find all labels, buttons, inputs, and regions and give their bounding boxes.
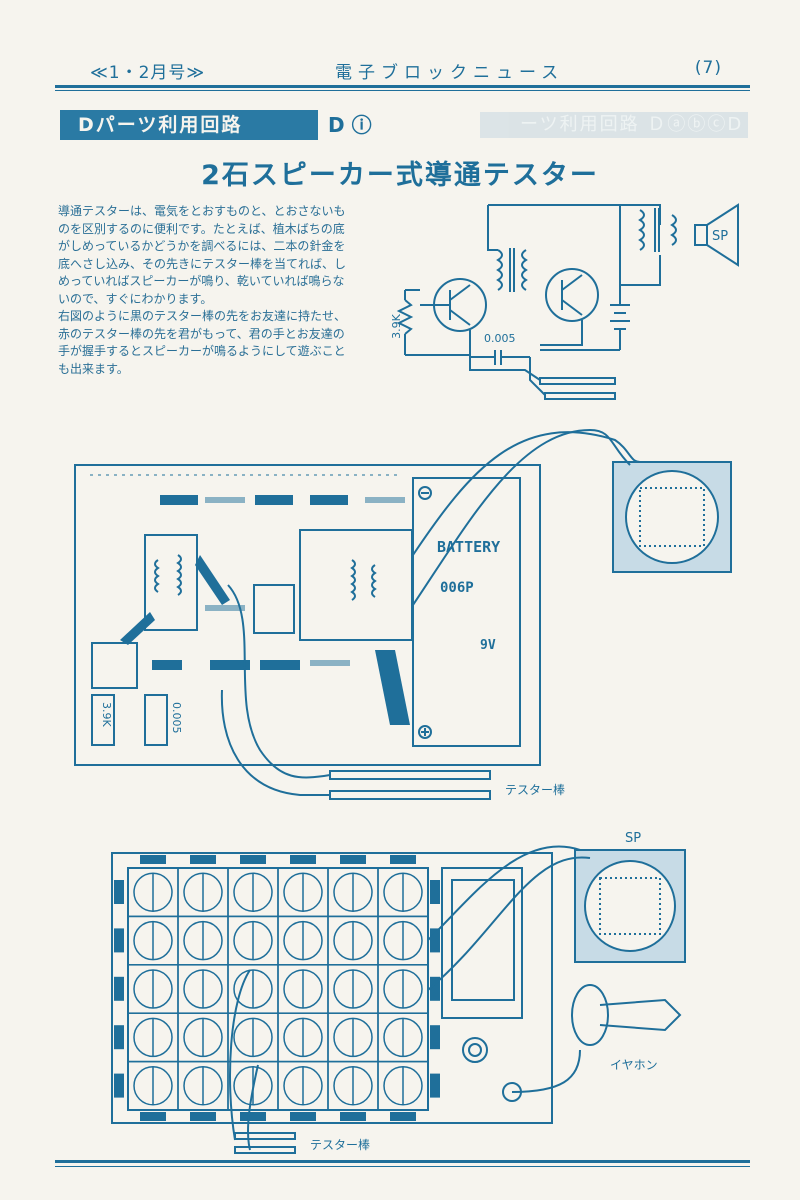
body-line: 赤のテスター棒の先を君がもって、君の手とお友達の: [58, 326, 345, 341]
edge-tile: [240, 1112, 266, 1121]
speaker-label-2: SP: [625, 831, 642, 846]
schematic: [396, 203, 739, 400]
edge-tile: [390, 1112, 416, 1121]
wires-1: [220, 428, 641, 800]
body-line: のを区別するのに便利です。たとえば、植木ばちの底: [58, 221, 345, 236]
edge-tile: [430, 880, 440, 904]
body-line: も出来ます。: [58, 361, 129, 376]
header-rule: [55, 85, 750, 88]
page-number: (7): [694, 58, 722, 78]
earphone-label: イヤホン: [610, 1058, 658, 1072]
resistor-block-label: 3.9K: [100, 702, 113, 727]
edge-tile: [390, 855, 416, 864]
edge-tile: [430, 928, 440, 953]
edge-tile: [140, 855, 166, 864]
grid-cell: [377, 1060, 429, 1111]
speaker-unit-2: [574, 849, 686, 963]
battery-model-label: 006P: [440, 580, 474, 596]
running-header: ≪1・2月号≫ 電子ブロックニュース (7): [70, 58, 752, 83]
block-board-1: [74, 464, 541, 766]
speaker-label: SP: [712, 229, 729, 244]
earphone: [571, 984, 682, 1046]
wires-2: [229, 845, 591, 1154]
body-line: いので、すぐにわかります。: [58, 291, 213, 306]
edge-tile: [114, 1025, 124, 1050]
edge-tile: [290, 855, 316, 864]
newsletter-title: 電子ブロックニュース: [335, 63, 565, 83]
edge-tile: [340, 855, 366, 864]
edge-tile: [114, 1073, 124, 1098]
edge-tile: [114, 976, 124, 1001]
article-body: 導通テスターは、電気をとおすものと、とおさないも のを区別するのに便利です。たと…: [58, 203, 398, 378]
bleed-through-text: ーツ利用回路 ＤⓐⓑⓒD: [480, 112, 748, 138]
resistor-label: 3.9K: [389, 314, 403, 339]
speaker-unit-1: [612, 461, 732, 573]
edge-tile: [114, 880, 124, 904]
voltage-label: 9V: [480, 638, 496, 653]
edge-tile: [114, 928, 124, 953]
body-line: 導通テスターは、電気をとおすものと、とおさないも: [58, 204, 346, 218]
battery-label: BATTERY: [437, 538, 501, 556]
connector-blocks-1: [120, 495, 410, 725]
body-line: 底へさし込み、その先きにテスター棒を当てれば、し: [58, 256, 347, 271]
body-line: がしめっているかどうかを調べるには、二本の針金を: [58, 239, 346, 253]
tester-probe-label-2: テスター棒: [310, 1138, 371, 1152]
section-code: D ⓘ: [328, 113, 372, 137]
footer-rule: [55, 1160, 750, 1163]
body-line: めっていればスピーカーが鳴り、乾いていれば鳴らな: [58, 274, 345, 288]
edge-tiles: [114, 855, 440, 1121]
body-line: 右図のように黒のテスター棒の先をお友達に持たせ、: [58, 309, 347, 323]
tester-probe-label: テスター棒: [505, 783, 566, 797]
capacitor-block-label: 0.005: [170, 702, 183, 734]
header-rule-thin: [55, 90, 750, 91]
edge-tile: [430, 976, 440, 1001]
edge-tile: [290, 1112, 316, 1121]
edge-tile: [240, 855, 266, 864]
edge-tile: [430, 1025, 440, 1050]
grid-cells: [127, 867, 429, 1111]
article-title: 2石スピーカー式導通テスター: [201, 160, 599, 191]
edge-tile: [140, 1112, 166, 1121]
capacitor-label: 0.005: [484, 332, 516, 345]
issue-label: ≪1・2月号≫: [90, 63, 206, 83]
edge-tile: [340, 1112, 366, 1121]
edge-tile: [430, 1073, 440, 1098]
footer-rule-thin: [55, 1166, 750, 1167]
edge-tile: [190, 1112, 216, 1121]
body-line: 手が握手するとスピーカーが鳴るようにして遊ぶこと: [58, 344, 346, 358]
section-label: Dパーツ利用回路: [60, 110, 318, 140]
edge-tile: [190, 855, 216, 864]
